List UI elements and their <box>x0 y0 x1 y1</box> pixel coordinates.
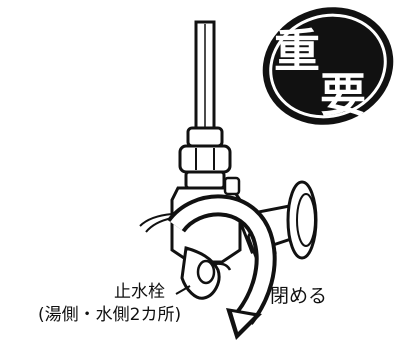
supply-pipe <box>194 20 216 152</box>
label-leader-line <box>175 285 191 295</box>
wing-handle <box>180 246 232 300</box>
badge-char-heavy: 重 <box>274 24 320 78</box>
valve-name-label: 止水栓 <box>114 282 165 302</box>
important-badge <box>262 7 394 125</box>
badge-char-important: 要 <box>320 68 366 122</box>
close-action-label: 閉める <box>270 285 328 307</box>
valve-location-note: (湯側・水側2カ所) <box>38 305 182 325</box>
close-direction-arrow <box>167 194 277 340</box>
upper-coupling-nut <box>178 126 232 190</box>
